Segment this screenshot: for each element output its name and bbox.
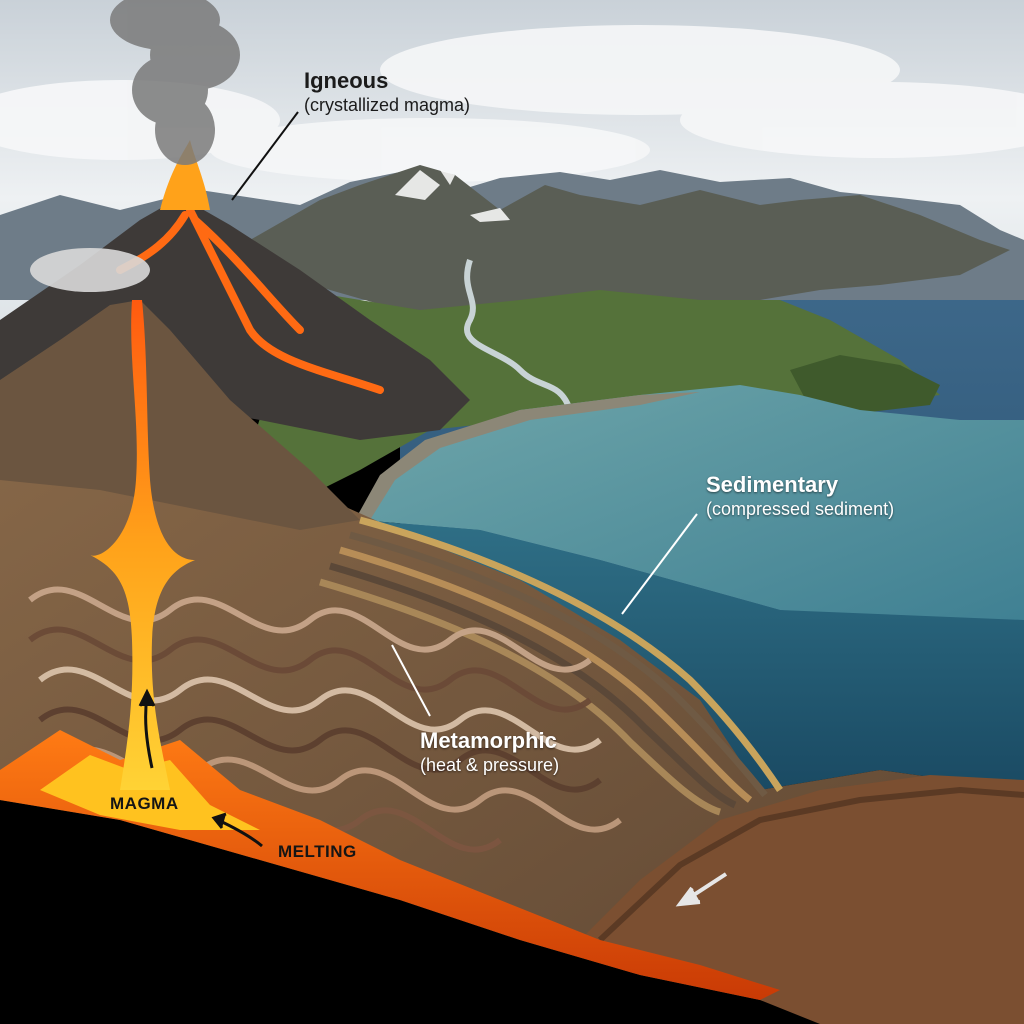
river	[464, 259, 573, 412]
mantle	[0, 800, 820, 1024]
magma-label: MAGMA	[110, 794, 179, 813]
metamorphic-leader-line	[391, 644, 431, 717]
smoke-plume	[110, 0, 240, 165]
beach	[355, 392, 700, 520]
metamorphic-title: Metamorphic	[420, 728, 557, 753]
bay-water	[360, 385, 1024, 640]
main-mountains	[250, 165, 1010, 340]
metamorphic-label: Metamorphic (heat & pressure)	[420, 728, 559, 776]
sedimentary-title: Sedimentary	[706, 472, 839, 497]
metamorphic-subtitle: (heat & pressure)	[420, 755, 560, 775]
sedimentary-leader-line	[621, 513, 698, 615]
melting-arrow	[211, 812, 263, 848]
clouds	[0, 25, 1024, 182]
igneous-leader-line	[231, 111, 299, 201]
sedimentary-label: Sedimentary (compressed sediment)	[706, 472, 894, 520]
valley-vegetation	[250, 290, 940, 500]
magma-rise-arrow	[138, 688, 156, 769]
melting-label: MELTING	[278, 842, 357, 861]
igneous-subtitle: (crystallized magma)	[304, 95, 471, 115]
volcano-crater-glow	[160, 140, 210, 210]
magma-pool	[40, 755, 260, 830]
snow-caps	[395, 170, 510, 222]
igneous-label: Igneous (crystallized magma)	[304, 68, 470, 116]
sedimentary-subtitle: (compressed sediment)	[706, 499, 895, 519]
subduction-arrow	[675, 872, 728, 907]
igneous-title: Igneous	[304, 68, 389, 93]
steam-vent-cloud	[30, 248, 150, 292]
sedimentary-strata	[319, 516, 783, 816]
magma-conduit	[90, 300, 195, 790]
left-ridge	[0, 300, 360, 530]
headland	[790, 355, 940, 412]
